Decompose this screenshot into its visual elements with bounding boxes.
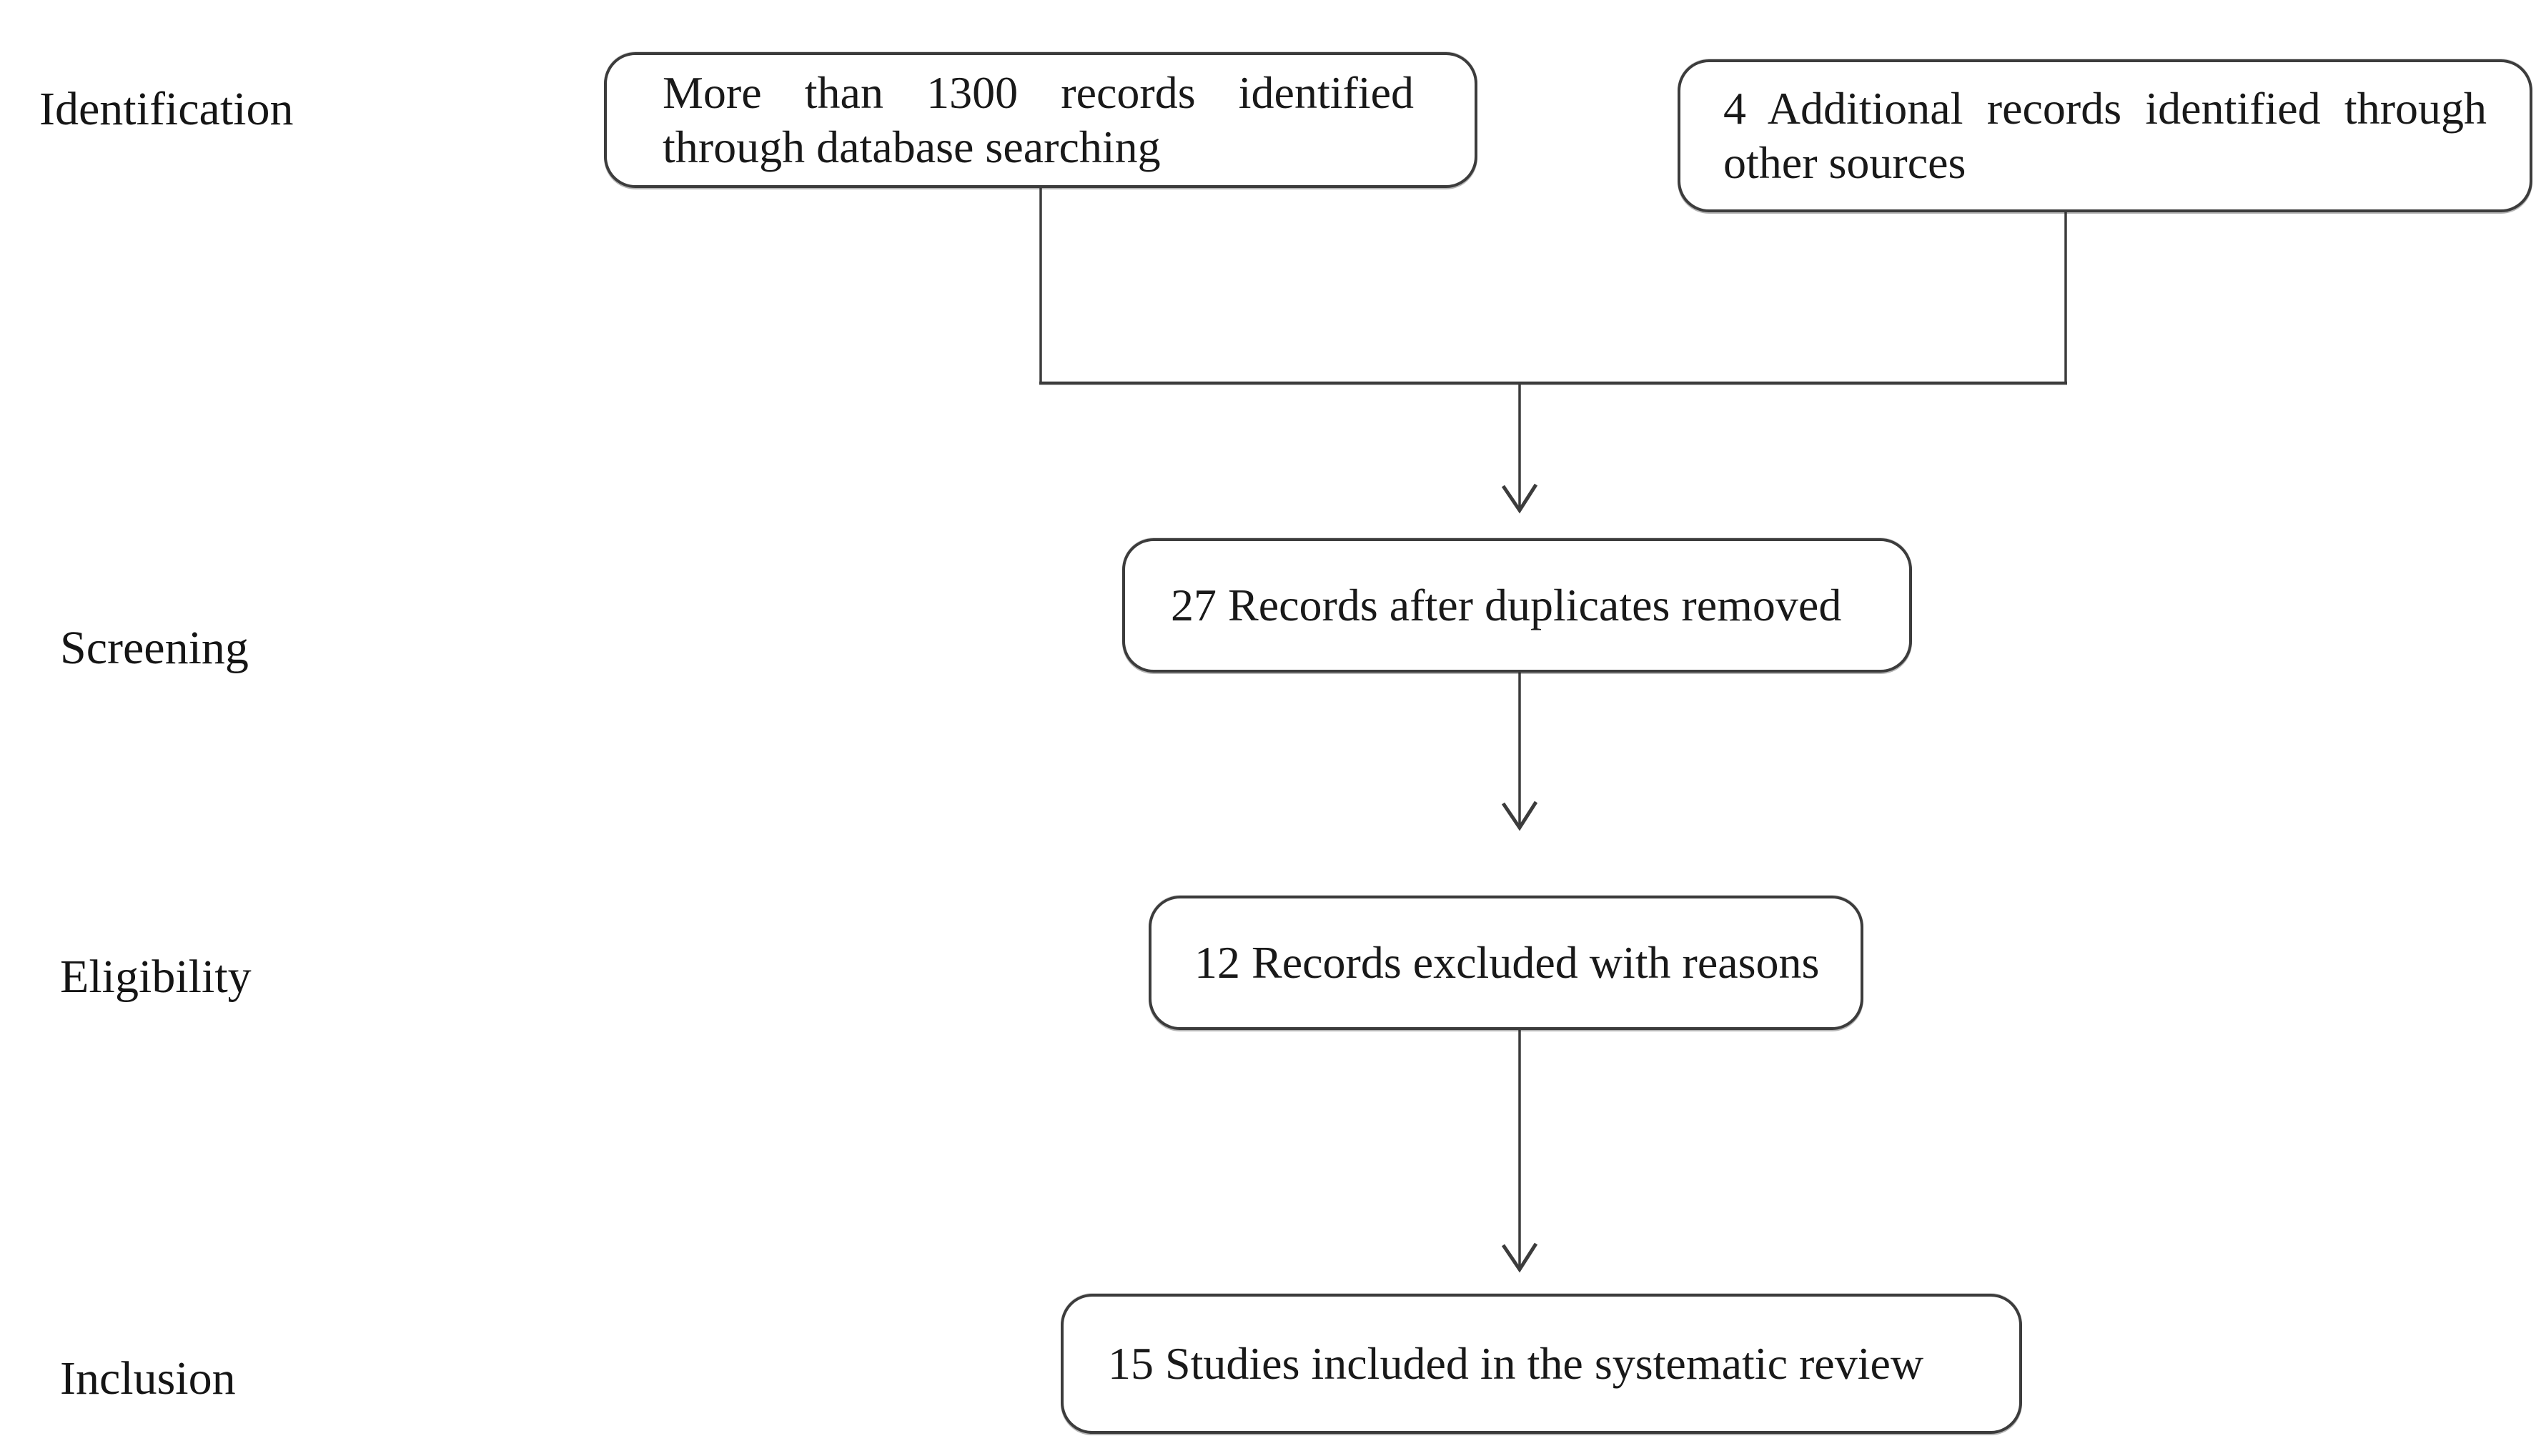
box-records-after-duplicates-text: 27 Records after duplicates removed: [1171, 580, 1842, 630]
box-records-identified-database: More than 1300 records identified throug…: [604, 52, 1477, 188]
box-records-identified-database-text: More than 1300 records identified throug…: [663, 67, 1414, 172]
stage-label-eligibility: Eligibility: [60, 951, 252, 1003]
box-records-after-duplicates: 27 Records after duplicates removed: [1122, 538, 1912, 673]
stage-label-identification: Identification: [39, 83, 294, 135]
arrow-to-excluded-head: [1501, 801, 1538, 831]
arrow-to-duplicates-head: [1501, 483, 1538, 514]
box-studies-included: 15 Studies included in the systematic re…: [1061, 1294, 2022, 1434]
stage-label-inclusion: Inclusion: [60, 1352, 236, 1405]
box-studies-included-text: 15 Studies included in the systematic re…: [1108, 1338, 1924, 1389]
box-records-excluded-text: 12 Records excluded with reasons: [1194, 937, 1820, 988]
box-records-excluded: 12 Records excluded with reasons: [1149, 896, 1863, 1030]
stage-label-screening: Screening: [60, 622, 249, 674]
box-records-identified-other-sources-text: 4 Additional records identified through …: [1723, 83, 2487, 188]
box-records-identified-other-sources: 4 Additional records identified through …: [1678, 59, 2532, 212]
arrow-to-included-head: [1501, 1242, 1538, 1273]
